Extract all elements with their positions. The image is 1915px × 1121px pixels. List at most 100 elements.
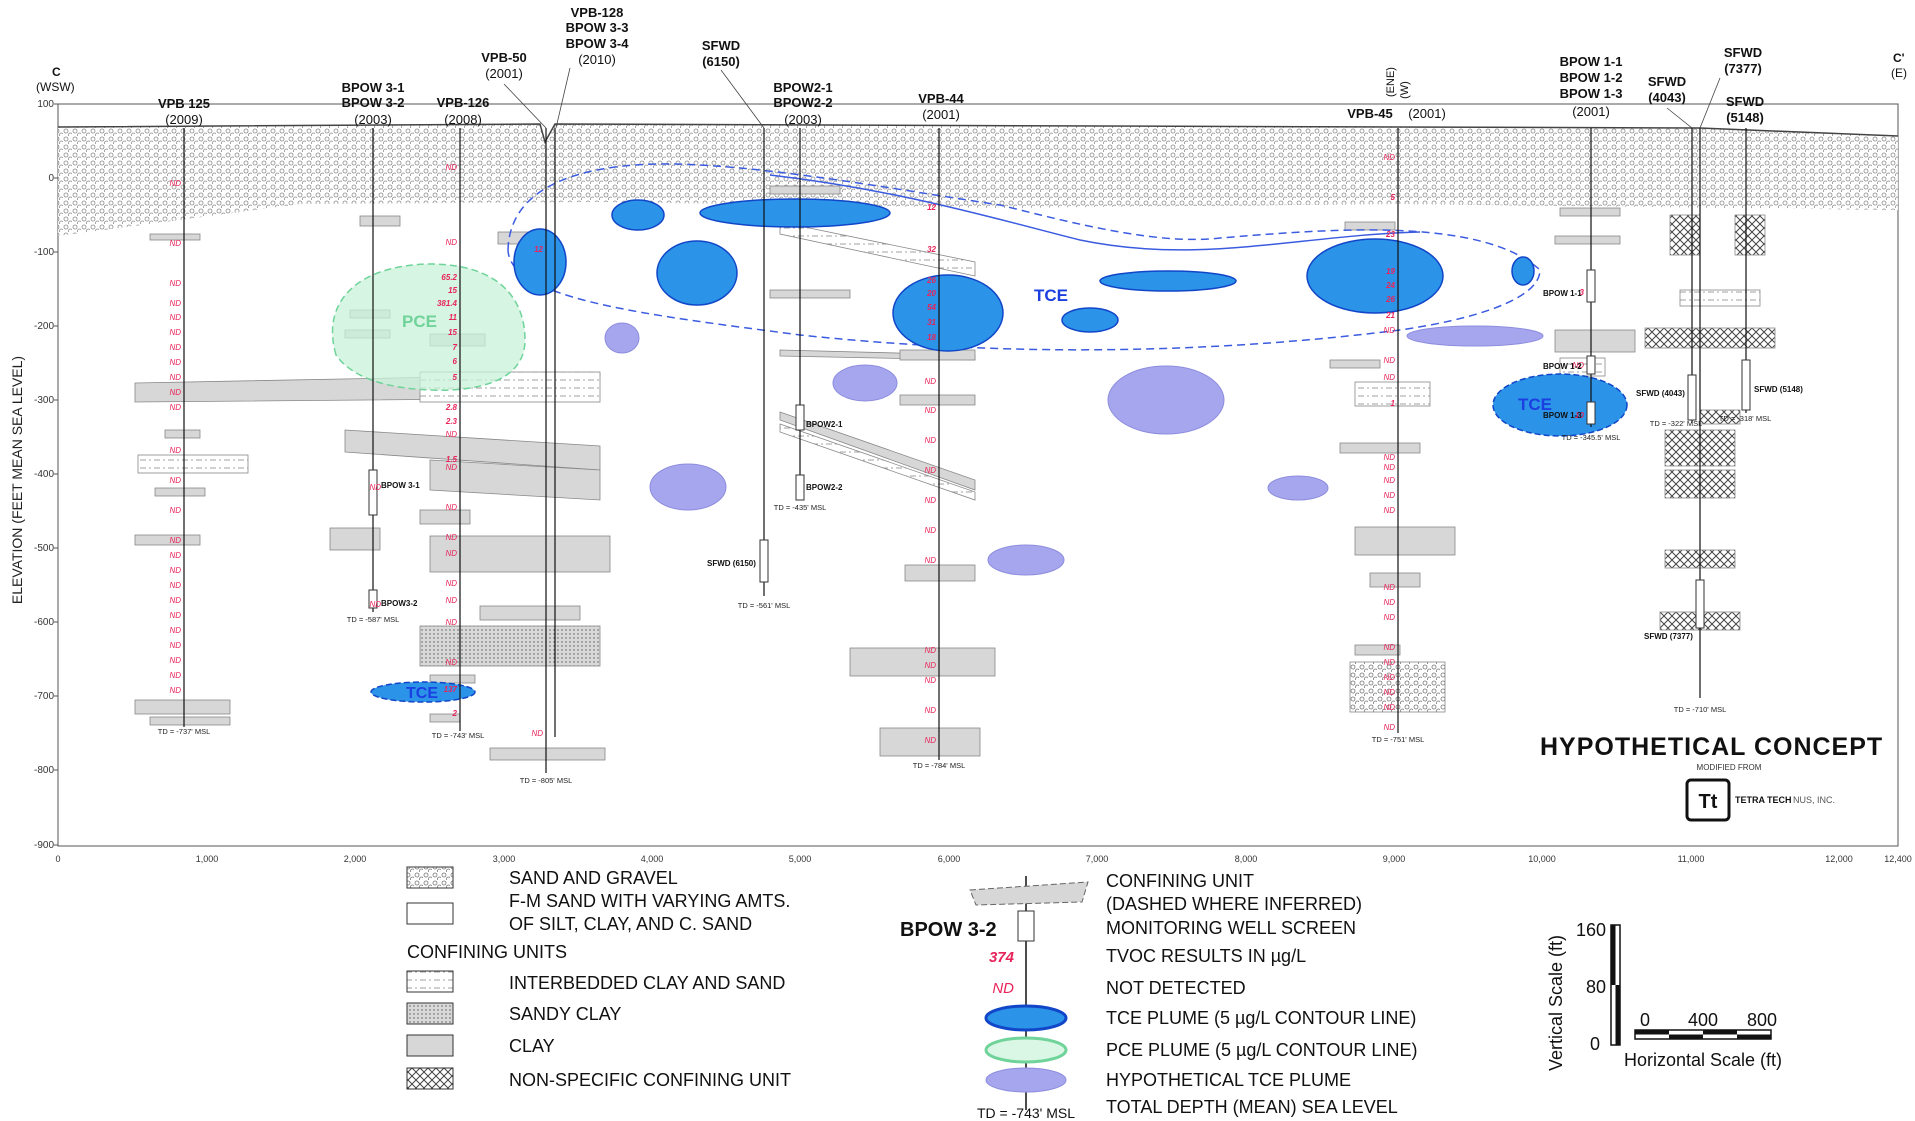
tvoc-result: 31 [927,318,936,327]
tce-plume [1306,238,1444,314]
x-tick-label: 12,000 [1825,854,1853,864]
well-year: (2001) [922,107,960,122]
clay-lens [1559,207,1621,217]
tvoc-result: 5 [1391,193,1396,202]
horizontal-scale-tick: 0 [1640,1010,1650,1030]
screen-label: SFWD (5148) [1754,385,1803,394]
td-label: TD = -561' MSL [738,601,791,610]
tvoc-result: 15 [448,286,457,295]
well-screen-bpow32 [368,589,378,609]
legend-label: NON-SPECIFIC CONFINING UNIT [509,1070,791,1090]
well-screen-bpow31 [368,469,378,516]
nd-marker: ND [924,436,936,445]
legend-swatch-screen [1017,910,1035,942]
x-tick-label: 3,000 [493,854,516,864]
nd-marker: ND [1383,356,1395,365]
y-tick-label: -500 [34,543,54,554]
legend-label: TVOC RESULTS IN µg/L [1106,946,1306,966]
y-tick-label: 100 [37,99,54,110]
well-id: (5148) [1726,110,1764,125]
nd-marker: ND [169,536,181,545]
legend-label: MONITORING WELL SCREEN [1106,918,1356,938]
td-label: TD = -322' MSL [1650,419,1703,428]
well-headers: VPB 125 (2009) BPOW 3-1 BPOW 3-2 (2003) … [158,5,1764,127]
legend-label: HYPOTHETICAL TCE PLUME [1106,1070,1351,1090]
x-tick-label: 11,000 [1678,854,1705,864]
well-year: (2001) [1572,104,1610,119]
legend-label: (DASHED WHERE INFERRED) [1106,894,1362,914]
clay-lens [1369,572,1421,588]
legend-label: TCE PLUME (5 µg/L CONTOUR LINE) [1106,1008,1416,1028]
well-year: (2009) [165,112,203,127]
clay-lens [429,674,476,684]
well-year: (2003) [784,112,822,127]
tce-plume [656,240,738,306]
well-screen-sfwd6150 [759,539,769,583]
interbed-lens [1354,381,1431,407]
nd-marker: ND [1383,506,1395,515]
y-tick-label: -300 [34,395,54,406]
td-label: TD = -737' MSL [158,727,211,736]
well-year: (2001) [1408,106,1446,121]
clay-lens [1554,235,1621,245]
well-name: BPOW 1-1 [1560,54,1623,69]
horizontal-scale-title: Horizontal Scale (ft) [1624,1050,1782,1070]
clay-lens [899,394,976,406]
tvoc-result: 2.3 [445,417,458,426]
nd-marker: ND [169,596,181,605]
vertical-scale-tick: 0 [1590,1034,1600,1054]
nd-marker: ND [1383,491,1395,500]
tvoc-result: 23 [1385,230,1395,239]
legend-nd-symbol: ND [992,980,1014,997]
well-direction: (ENE) [1385,67,1397,97]
horizontal-scale-fill [1669,1034,1703,1039]
tce-plume-label: TCE [406,685,438,702]
well-year: (2010) [578,52,616,67]
nd-marker: ND [924,496,936,505]
x-tick-label: 2,000 [344,854,367,864]
td-label: TD = -751' MSL [1372,735,1425,744]
y-tick-label: -200 [34,321,54,332]
hypothetical-tce-plume [604,322,640,354]
well-screen-sfwd7377 [1695,579,1705,629]
clay-lens [1344,221,1396,231]
td-label: TD = -345.5' MSL [1562,433,1621,442]
tce-plume [1492,373,1628,437]
tvoc-result: 10 [1575,411,1584,420]
tvoc-result: 3 [1580,288,1585,297]
clay-lens [134,699,231,715]
horizontal-scale-tick: 400 [1688,1010,1718,1030]
section-ends: C (WSW) C' (E) [36,51,1907,94]
clay-lens [849,647,996,677]
vertical-scale-fill [1611,925,1616,985]
well-name: BPOW 3-1 [342,80,405,95]
legend-swatch-sand-gravel [406,866,454,889]
legend-swatch-confining-unit [969,881,1089,906]
well-name: BPOW 3-3 [566,20,629,35]
well-screen-bpow21 [795,404,805,431]
nd-marker: ND [169,506,181,515]
nd-marker: ND [924,706,936,715]
tvoc-result: 2 [452,709,458,718]
section-end-letter: C' [1893,51,1905,65]
horizontal-scale-fill [1635,1030,1669,1035]
nd-marker: ND [1383,658,1395,667]
well-name: VPB-128 [571,5,624,20]
nd-marker: ND [445,596,457,605]
company-name: TECH [1767,795,1792,805]
clay-lens [1354,644,1401,656]
y-tick-label: 0 [48,173,54,184]
well-screen-bpow22 [795,474,805,501]
hypothetical-tce-plumes [604,322,1544,576]
clay-lens [154,487,206,497]
x-tick-label: 0 [55,854,60,864]
tvoc-result: 5 [453,373,458,382]
tvoc-result: 15 [448,328,457,337]
section-start-letter: C [52,65,61,79]
td-label: TD = -318' MSL [1719,414,1772,423]
total-depth-labels: TD = -737' MSL TD = -587' MSL TD = -743'… [158,414,1772,785]
x-tick-label: 10,000 [1528,854,1556,864]
well-name: VPB-45 [1347,106,1393,121]
nd-marker: ND [169,671,181,680]
